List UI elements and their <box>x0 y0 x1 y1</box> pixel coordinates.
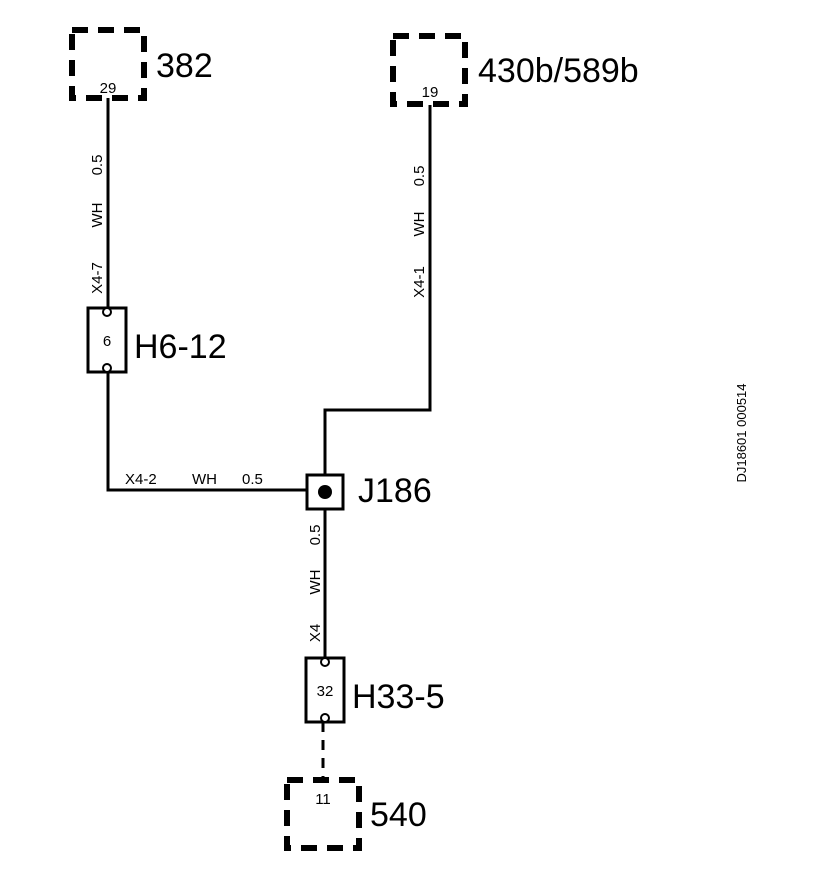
connector-h33-5-pin-bottom <box>320 713 330 723</box>
connector-h6-12-pin: 6 <box>103 333 111 350</box>
connector-540-pin: 11 <box>315 791 331 808</box>
wire-382-circuit: X4-7 <box>89 262 106 294</box>
connector-h33-5-label: H33-5 <box>352 678 445 716</box>
wire-382-size: 0.5 <box>89 155 106 176</box>
wire-j186-size: 0.5 <box>307 525 324 546</box>
connector-382-label: 382 <box>156 47 213 85</box>
connector-h6-12-pin-top <box>102 307 112 317</box>
splice-j186-dot <box>318 485 332 499</box>
connector-h6-12-pin-bottom <box>102 363 112 373</box>
wire-j186-circuit: X4 <box>307 624 324 642</box>
wire-h6-12-color: WH <box>192 471 217 488</box>
wire-h6-12-circuit: X4-2 <box>125 471 157 488</box>
wire-h6-12-to-j186 <box>106 370 310 492</box>
connector-540-box <box>284 777 362 851</box>
wire-h6-12-size: 0.5 <box>242 471 263 488</box>
connector-430b-pin: 19 <box>422 84 439 101</box>
document-id: DJ18601 000514 <box>734 383 749 482</box>
connector-h33-5-pin-top <box>320 657 330 667</box>
connector-540-label: 540 <box>370 796 427 834</box>
wire-430b-circuit: X4-1 <box>411 266 428 298</box>
connector-h33-5-box <box>304 656 346 724</box>
splice-j186-label: J186 <box>358 472 432 510</box>
connector-h33-5-pin: 32 <box>317 683 334 700</box>
connector-382-box <box>69 27 147 101</box>
wire-430b-color: WH <box>411 212 428 237</box>
wire-382-color: WH <box>89 203 106 228</box>
connector-h6-12-label: H6-12 <box>134 328 227 366</box>
connector-382-pin: 29 <box>100 80 117 97</box>
wire-j186-color: WH <box>307 570 324 595</box>
wire-430b-size: 0.5 <box>411 166 428 187</box>
wire-430b-to-j186 <box>323 105 432 490</box>
connector-430b-label: 430b/589b <box>478 52 639 90</box>
connector-430b-box <box>390 33 468 107</box>
